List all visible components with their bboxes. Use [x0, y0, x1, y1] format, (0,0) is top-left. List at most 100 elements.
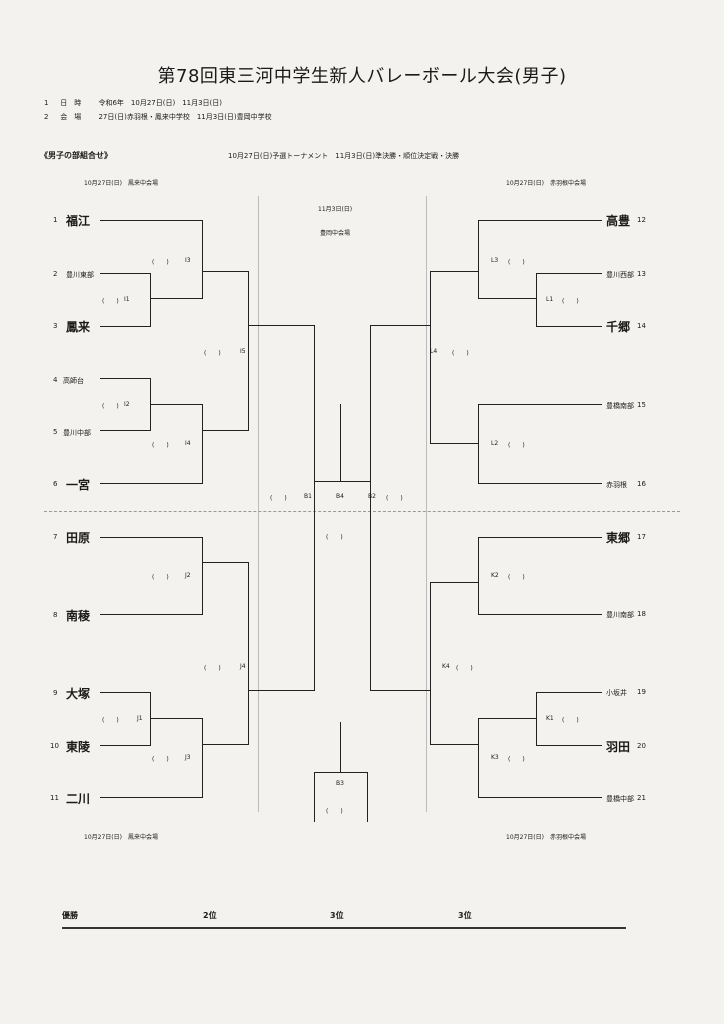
score-k2: ( )	[508, 574, 525, 581]
match-j2: J2	[185, 572, 191, 579]
match-b2: B2	[368, 493, 376, 500]
match-j1: J1	[137, 715, 143, 722]
line-b2-out	[340, 481, 370, 482]
team-num-10: 10	[50, 742, 59, 750]
line-team-10	[100, 745, 150, 746]
venue-center-name: 豊岡中会場	[320, 230, 351, 237]
venue-top-left: 10月27日(日) 鳳来中会場	[84, 180, 158, 187]
line-i4-out	[202, 430, 248, 431]
team-num-1: 1	[53, 216, 58, 224]
line-third-l	[314, 772, 315, 822]
line-l2-v	[478, 404, 479, 484]
info-date-value: 令和6年 10月27日(日) 11月3日(日)	[98, 99, 223, 107]
match-j4: J4	[240, 663, 246, 670]
line-team-12	[478, 220, 602, 221]
match-l2: L2	[491, 440, 499, 447]
team-num-20: 20	[637, 742, 646, 750]
team-name-6: 一宮	[66, 478, 91, 492]
score-l4: ( )	[452, 350, 469, 357]
line-j1-v	[150, 692, 151, 746]
line-team-11	[100, 797, 202, 798]
info-venue-label: 会 場	[60, 113, 82, 121]
line-final-v	[340, 404, 341, 482]
line-j2-v	[202, 537, 203, 615]
match-l4: L4	[430, 348, 438, 355]
line-b1-v	[314, 325, 315, 691]
team-name-21: 豊橋中部	[606, 795, 634, 803]
venue-center-date: 11月3日(日)	[318, 206, 353, 213]
team-name-5: 豊川中部	[63, 429, 91, 437]
score-b1: ( )	[270, 495, 287, 502]
score-j3: ( )	[152, 756, 169, 763]
line-j1-out	[150, 718, 202, 719]
line-team-9	[100, 692, 150, 693]
line-i1-v	[150, 273, 151, 327]
line-team-16	[478, 483, 602, 484]
line-team-15	[478, 404, 602, 405]
result-winner-label: 優勝	[62, 911, 78, 920]
match-i4: I4	[185, 440, 191, 447]
match-b1: B1	[304, 493, 312, 500]
match-k3: K3	[491, 754, 499, 761]
team-name-20: 羽田	[606, 740, 631, 754]
team-name-14: 千郷	[606, 320, 631, 334]
info-venue-num: 2	[44, 113, 49, 121]
line-k1-out	[478, 718, 536, 719]
schedule-note: 10月27日(日)予選トーナメント 11月3日(日)準決勝・順位決定戦・決勝	[228, 152, 460, 160]
team-name-11: 二川	[66, 792, 91, 806]
team-name-9: 大塚	[66, 687, 91, 701]
team-name-16: 赤羽根	[606, 481, 627, 489]
team-num-21: 21	[637, 794, 646, 802]
score-l3: ( )	[508, 259, 525, 266]
team-name-7: 田原	[66, 531, 91, 545]
line-k2-out	[430, 582, 478, 583]
line-j2-out	[202, 562, 248, 563]
line-l2-out	[430, 443, 478, 444]
info-venue-value: 27日(日)赤羽根・鳳来中学校 11月3日(日)豊岡中学校	[98, 113, 272, 121]
match-l1: L1	[546, 296, 554, 303]
score-b2: ( )	[386, 495, 403, 502]
team-num-4: 4	[53, 376, 58, 384]
line-k4-out	[370, 690, 430, 691]
team-name-3: 鳳来	[66, 320, 91, 334]
team-num-3: 3	[53, 322, 58, 330]
team-num-14: 14	[637, 322, 646, 330]
line-l4-out	[370, 325, 430, 326]
half-divider	[44, 511, 680, 512]
team-num-16: 16	[637, 480, 646, 488]
result-third-b-label: 3位	[458, 911, 472, 920]
line-team-17	[478, 537, 602, 538]
line-team-3	[100, 326, 150, 327]
score-k3: ( )	[508, 756, 525, 763]
line-b2-v	[370, 325, 371, 691]
team-name-18: 豊川南部	[606, 611, 634, 619]
team-name-8: 南稜	[66, 609, 91, 623]
team-num-13: 13	[637, 270, 646, 278]
line-l3-v	[478, 220, 479, 299]
score-j4: ( )	[204, 665, 221, 672]
line-team-19	[536, 692, 602, 693]
score-k1: ( )	[562, 717, 579, 724]
team-num-2: 2	[53, 270, 58, 278]
results-underline	[62, 927, 626, 929]
score-i5: ( )	[204, 350, 221, 357]
line-team-20	[536, 745, 602, 746]
venue-bottom-right: 10月27日(日) 赤羽根中会場	[506, 834, 586, 841]
line-third-r	[367, 772, 368, 822]
venue-bottom-left: 10月27日(日) 鳳来中会場	[84, 834, 158, 841]
team-num-12: 12	[637, 216, 646, 224]
venue-top-right: 10月27日(日) 赤羽根中会場	[506, 180, 586, 187]
team-name-2: 豊川東部	[66, 271, 94, 279]
match-j3: J3	[185, 754, 191, 761]
team-num-17: 17	[637, 533, 646, 541]
team-num-18: 18	[637, 610, 646, 618]
line-k3-out	[430, 744, 478, 745]
team-name-4: 高師台	[63, 377, 84, 385]
line-team-6	[100, 483, 202, 484]
match-b3: B3	[336, 780, 344, 787]
match-l3: L3	[491, 257, 499, 264]
line-team-13	[536, 273, 602, 274]
line-j3-out	[202, 744, 248, 745]
line-i3-out	[202, 271, 248, 272]
line-team-14	[536, 326, 602, 327]
